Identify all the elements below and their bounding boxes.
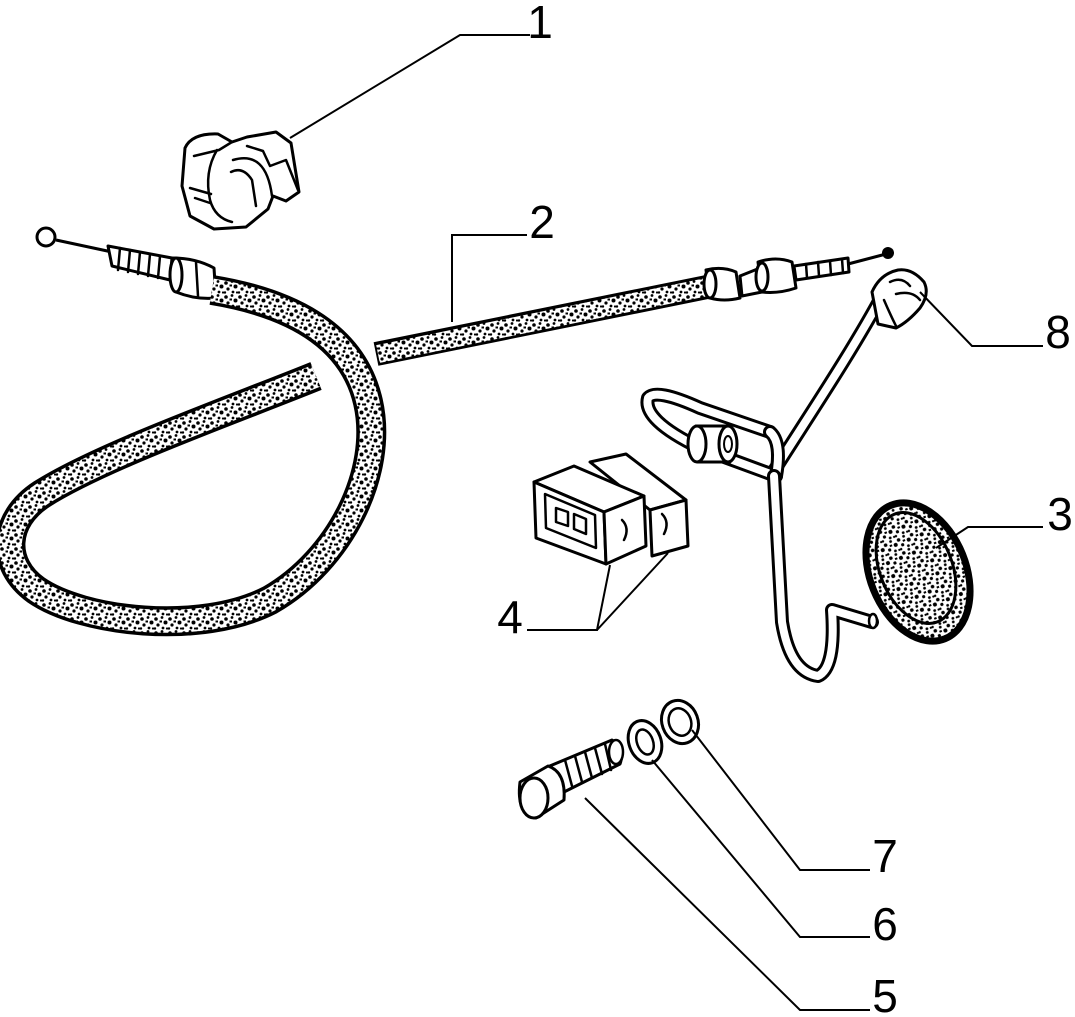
callout-6: 6 xyxy=(872,898,898,950)
cable-ring-end xyxy=(35,226,57,248)
callout-2: 2 xyxy=(529,196,555,248)
callout-5: 5 xyxy=(872,970,898,1017)
leader-line-7 xyxy=(691,729,870,871)
part-washer-small xyxy=(626,719,664,765)
callout-7: 7 xyxy=(872,830,898,882)
leader-line-5 xyxy=(584,797,870,1011)
leader-line-3 xyxy=(935,526,1043,549)
callout-3: 3 xyxy=(1047,488,1073,540)
leader-line-2 xyxy=(451,234,527,322)
part-bolt xyxy=(517,738,625,820)
part-washer-large xyxy=(659,698,701,746)
cable-ball-end xyxy=(882,247,894,259)
part-cable-clip xyxy=(180,130,301,231)
callout-1: 1 xyxy=(527,0,553,48)
part-pedal-pad xyxy=(862,499,974,645)
callout-4: 4 xyxy=(497,591,523,643)
cable-ferrule-right xyxy=(702,256,851,302)
callout-8: 8 xyxy=(1045,306,1071,358)
lever-fork xyxy=(870,268,928,330)
part-cable xyxy=(0,226,894,637)
part-rubber-block xyxy=(532,452,690,566)
cable-wire-right xyxy=(847,252,887,266)
leader-line-6 xyxy=(651,759,870,938)
part-pedal-lever xyxy=(640,268,928,683)
leader-line-4b xyxy=(596,552,669,631)
leader-line-8 xyxy=(919,291,1043,347)
cable-ferrule-left xyxy=(106,244,218,300)
leader-line-4 xyxy=(527,564,611,631)
leader-line-1 xyxy=(289,34,530,139)
cable-wire-left xyxy=(55,238,113,254)
lever-bushing xyxy=(686,424,739,464)
lever-rod-end xyxy=(867,612,879,630)
